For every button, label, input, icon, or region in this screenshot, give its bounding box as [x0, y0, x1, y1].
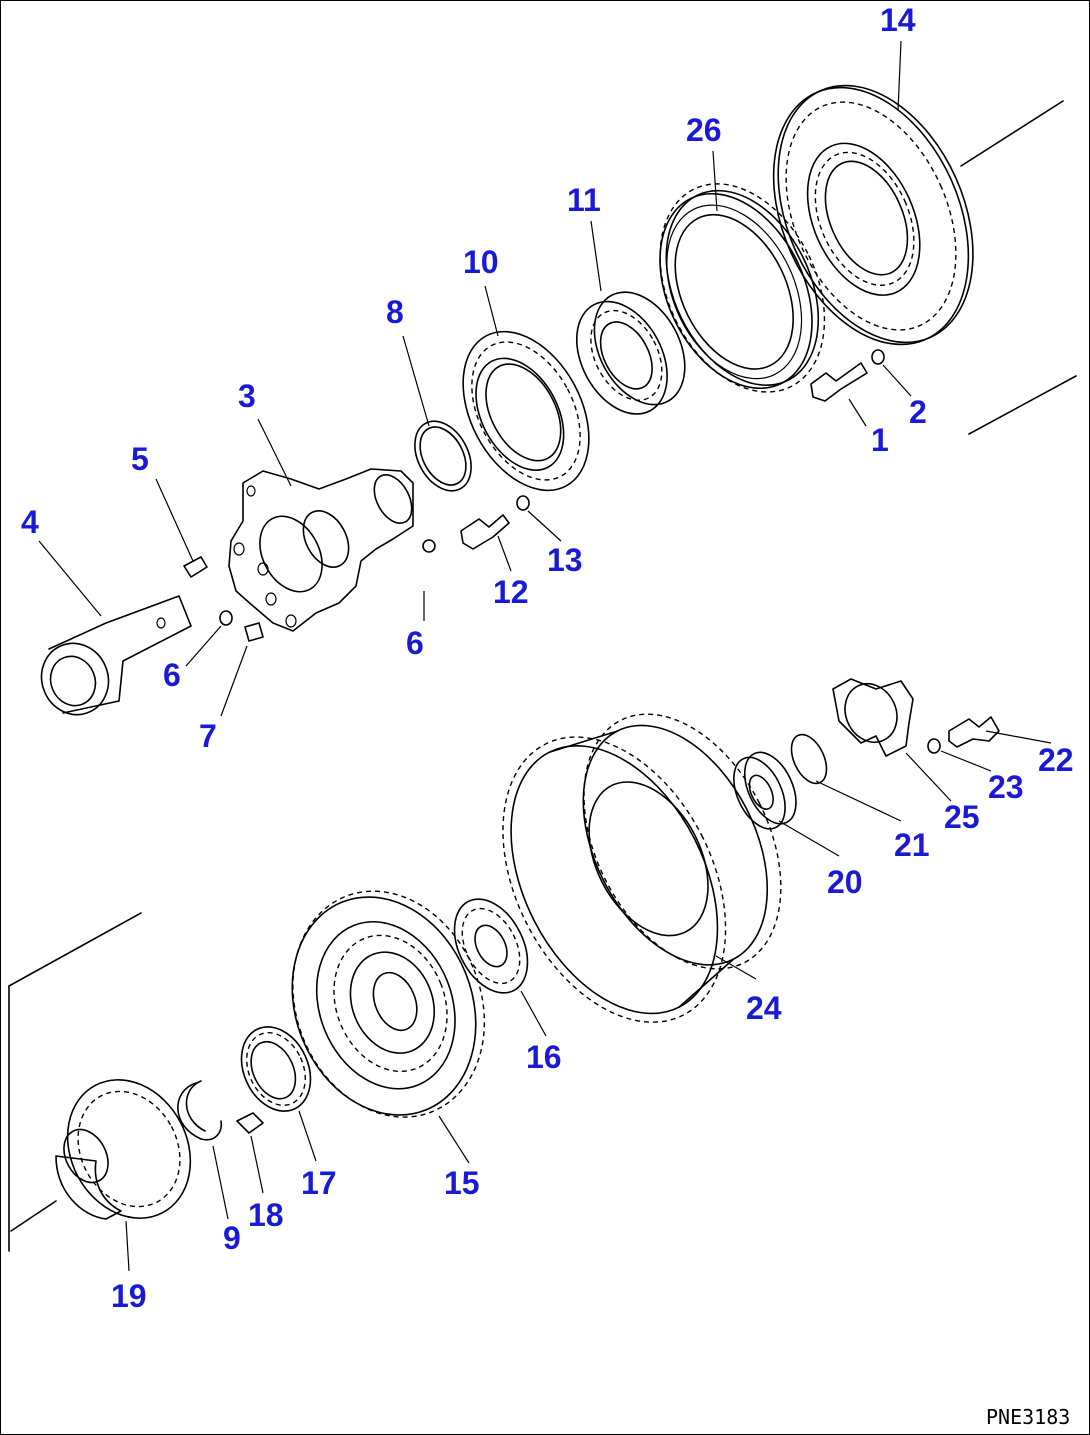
part-6-nut-a: [219, 610, 233, 626]
callout-26: 26: [686, 112, 722, 148]
callout-3: 3: [238, 378, 256, 414]
part-19-cup: [55, 1079, 192, 1220]
callout-6b: 6: [406, 625, 424, 661]
callout-16: 16: [526, 1039, 562, 1075]
part-2-washer: [871, 349, 885, 365]
part-9-ring-inner: [185, 1080, 206, 1132]
part-13-washer: [516, 495, 530, 511]
callout-labels: 1 2 3 4 5 6 6 7 8 9 10 11 12 13 14 15 16…: [21, 2, 1074, 1314]
callout-2: 2: [909, 394, 927, 430]
callout-6a: 6: [163, 657, 181, 693]
callout-25: 25: [944, 799, 980, 835]
part-3-housing: [228, 468, 414, 632]
callout-14: 14: [880, 2, 916, 38]
callout-13: 13: [547, 542, 583, 578]
callout-1: 1: [871, 422, 889, 458]
part-8-ring: [414, 420, 472, 492]
part-1-bolt: [810, 362, 868, 402]
callout-8: 8: [386, 294, 404, 330]
parts-22-23: [927, 716, 1000, 754]
callout-11: 11: [567, 182, 601, 218]
part-11-bearing: [575, 291, 686, 415]
callout-24: 24: [746, 990, 782, 1026]
part-24-drum: [502, 713, 782, 1023]
part-7-plug: [244, 622, 264, 642]
small-parts: [183, 349, 885, 642]
part-6-nut-b: [422, 539, 436, 553]
axis-lines: [8, 100, 1077, 1252]
part-21-ring: [790, 733, 828, 785]
drawing-code: PNE3183: [986, 1405, 1070, 1429]
callout-18: 18: [248, 1197, 284, 1233]
part-18-pin: [236, 1112, 264, 1134]
callout-4: 4: [21, 504, 39, 540]
part-14-disc: [772, 84, 974, 346]
part-26-ring: [659, 183, 826, 393]
part-10-plate: [462, 330, 590, 492]
part-25-flange: [832, 678, 914, 757]
callout-20: 20: [827, 864, 863, 900]
callout-17: 17: [301, 1165, 337, 1201]
callout-7: 7: [199, 718, 217, 754]
callout-9: 9: [223, 1220, 241, 1256]
callout-12: 12: [493, 574, 529, 610]
part-17-plate: [240, 1026, 312, 1112]
part-12-bolt: [460, 514, 510, 550]
part-20-bearing: [733, 751, 797, 830]
leader-lines: [38, 40, 1052, 1272]
part-15-hub: [291, 890, 486, 1118]
callout-23: 23: [988, 769, 1024, 805]
callout-21: 21: [894, 827, 930, 863]
callout-19: 19: [111, 1278, 147, 1314]
part-9-ring: [177, 1082, 223, 1141]
callout-15: 15: [444, 1165, 480, 1201]
part-5-pin: [183, 556, 208, 578]
callout-5: 5: [131, 441, 149, 477]
part-4-shaft: [40, 595, 192, 716]
callout-22: 22: [1038, 742, 1074, 778]
callout-10: 10: [463, 244, 499, 280]
